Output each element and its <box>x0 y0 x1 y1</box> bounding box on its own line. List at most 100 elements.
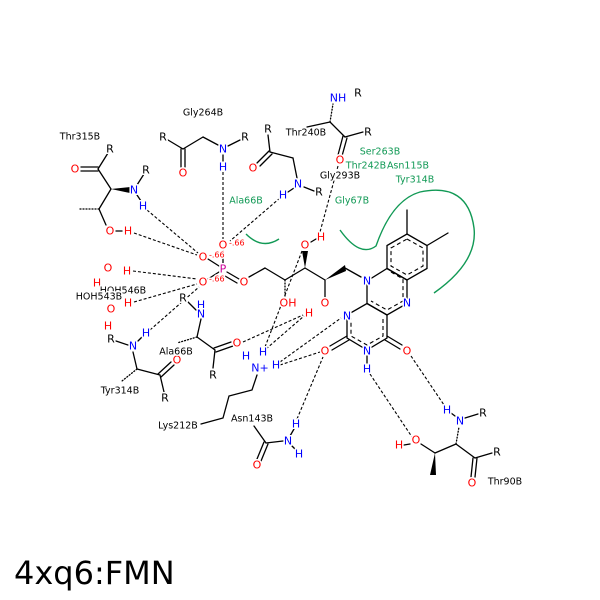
hydrogen-bond <box>133 283 198 303</box>
atom-n: N <box>343 310 351 323</box>
bond <box>287 187 295 193</box>
bond <box>136 194 142 202</box>
hydrogen-bond <box>410 355 445 406</box>
atom-o: O <box>199 251 208 264</box>
atom-o: O <box>106 225 115 238</box>
bond <box>346 302 388 351</box>
atom-h: H <box>142 327 150 340</box>
atom-r: R <box>161 392 169 405</box>
atom-o: O <box>249 162 258 175</box>
atom-r: R <box>209 369 217 382</box>
hydrogen-bond <box>149 286 200 331</box>
bond <box>455 426 460 445</box>
hydrogen-bond <box>146 209 199 254</box>
atom-h: H <box>295 448 303 461</box>
bond <box>253 425 267 444</box>
bond <box>200 374 258 425</box>
hydrophobic-label-tyr314: Tyr314B <box>395 175 435 186</box>
aromatic-bond <box>390 238 424 276</box>
bond <box>450 412 456 417</box>
residue-labels: Gly264B Thr315B Thr240B Gly293B HOH546B … <box>57 106 523 489</box>
wedge-bond <box>430 453 436 475</box>
atom-o: O <box>253 459 262 472</box>
atom-n: N <box>363 345 371 358</box>
residue-label-lys212: Lys212B <box>158 421 198 432</box>
bond <box>403 443 411 446</box>
bond <box>207 258 220 267</box>
bond <box>97 168 112 190</box>
atom-r: R <box>264 123 272 136</box>
atom-r: R <box>493 446 501 459</box>
bond <box>292 157 298 179</box>
bond <box>366 267 408 316</box>
hydrophobic-contacts <box>245 189 476 294</box>
atom-r: R <box>364 126 372 139</box>
atom-o: O <box>403 345 412 358</box>
atom-h: H <box>443 404 451 417</box>
atom-h: H <box>197 299 205 312</box>
atom-h: H <box>305 307 313 320</box>
hydrogen-bond <box>279 351 321 366</box>
atom-o: O <box>104 262 113 275</box>
hydrogen-bond <box>133 232 198 256</box>
atom-n-plus: N+ <box>251 362 268 375</box>
atom-n: N <box>456 415 464 428</box>
bond <box>329 103 334 123</box>
atom-r: R <box>107 333 115 346</box>
bond <box>384 339 401 350</box>
bond <box>264 267 286 281</box>
atom-o: O <box>321 297 330 310</box>
bond <box>98 188 112 210</box>
bond <box>344 267 362 278</box>
bond <box>182 136 204 150</box>
bond <box>474 457 478 478</box>
atom-h: H <box>124 225 132 238</box>
hydrogen-bond <box>279 317 342 363</box>
bond <box>289 428 295 437</box>
atom-n: N <box>363 275 371 288</box>
bond <box>306 121 331 128</box>
atom-n: N <box>294 178 302 191</box>
atom-r: R <box>315 186 323 199</box>
atom-h: H <box>292 418 300 431</box>
atom-n: N <box>403 297 411 310</box>
bond <box>196 318 202 338</box>
atom-h: H <box>395 439 403 452</box>
atom-r: R <box>106 143 114 156</box>
hydrogen-bond <box>265 315 305 350</box>
atom-r: R <box>159 131 167 144</box>
atom-o: O <box>412 434 421 447</box>
hydrophobic-label-ala66: Ala66B <box>229 196 263 207</box>
atom-o: O <box>233 337 242 350</box>
bond <box>426 232 449 247</box>
wedge-bond <box>111 187 130 193</box>
atom-o: O <box>240 276 249 289</box>
bond <box>310 238 317 243</box>
residue-label-ala66: Ala66B <box>159 347 193 358</box>
bond <box>303 186 315 192</box>
bond <box>160 364 175 378</box>
bond <box>455 443 476 459</box>
hydrophobic-label-thr242: Thr242B <box>345 161 386 172</box>
bond <box>187 301 197 311</box>
residue-label-hoh543: HOH543B <box>76 292 122 303</box>
bond <box>159 374 165 393</box>
residue-label-tyr314: Tyr314B <box>100 386 140 397</box>
atom-h: H <box>104 320 112 333</box>
bond <box>98 208 107 226</box>
atom-o: O <box>301 239 310 252</box>
atom-n: N <box>129 340 137 353</box>
atom-o: O <box>71 163 80 176</box>
atom-h: H <box>259 346 267 359</box>
bond <box>227 139 241 147</box>
atom-nh: NH <box>330 92 347 105</box>
atom-h: H <box>219 161 227 174</box>
bond <box>329 335 348 347</box>
atom-h: H <box>93 277 101 290</box>
bond <box>202 136 219 146</box>
bond <box>284 267 306 281</box>
aromatic-bond <box>370 271 404 311</box>
bond <box>196 336 216 351</box>
atom-r: R <box>479 407 487 420</box>
